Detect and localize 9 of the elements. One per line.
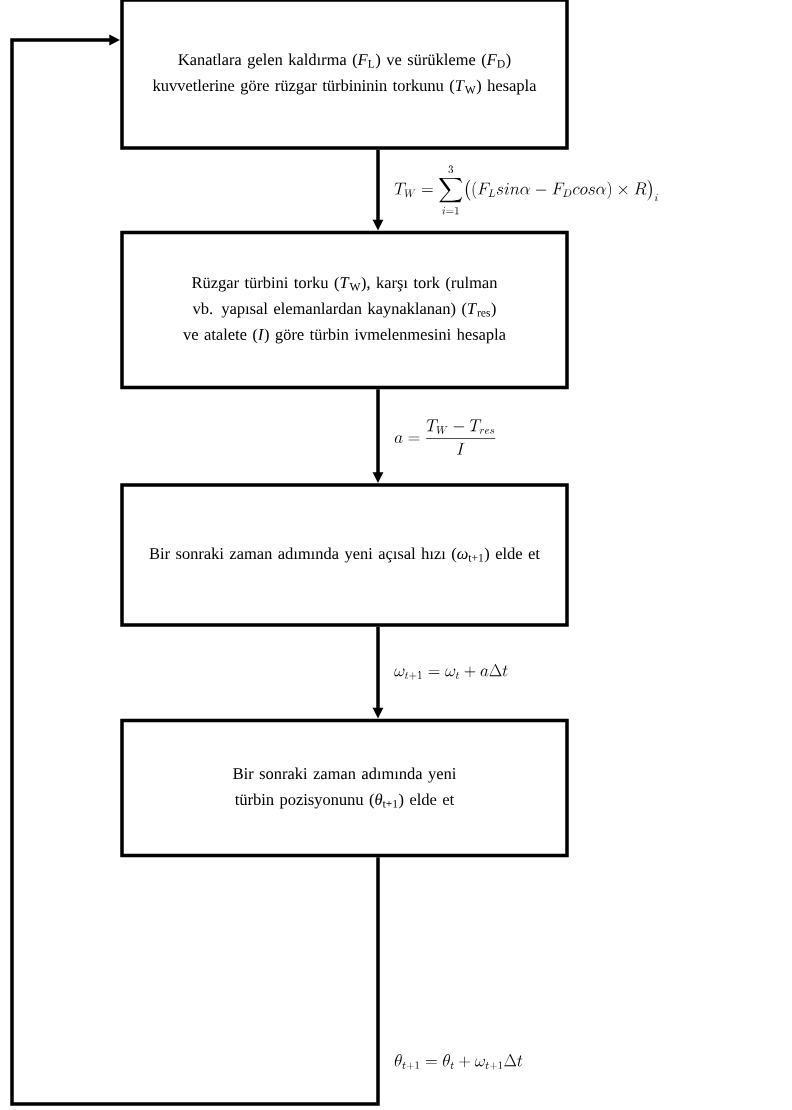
- process-box: Kanatlara gelen kaldırma (F$_{L}$) ve sürükleme (F$_{D}$) kuvvetlerine göre rüzgar türbininin torkunu (T$_{W}$) hesapla: [120, 0, 569, 150]
- process-box: Bir sonraki zaman adımında yeni türbin pozisyonunu (θ$_{t+1}$) elde et: [120, 718, 569, 858]
- edge-label: $a = \frac{T_W - T_{res}}{I}$: [392, 417, 499, 457]
- process-box: Rüzgar türbini torku (T$_{W}$), karşı tork (rulman vb. yapısal elemanlardan kaynaklanan) (T$_{res}$) ve atalete (I) göre türbin ivmelenmesini hesapla: [120, 230, 569, 390]
- arrow: [10, 34, 380, 1106]
- edge-label: $T_W = \sum_{i=1}^{3}\bigl((F_L sin\alpha - F_D cos\alpha)\times R\bigr)_i$: [392, 162, 661, 218]
- edge-label: $\omega_{t+1} = \omega_t + a\Delta t$: [392, 662, 511, 682]
- process-box: Bir sonraki zaman adımında yeni açısal hızı (ω$_{t+1}$) elde et: [120, 483, 569, 627]
- edge-label: $\theta_{t+1} = \theta_t + \omega_{t+1}\Delta t$: [392, 1052, 525, 1072]
